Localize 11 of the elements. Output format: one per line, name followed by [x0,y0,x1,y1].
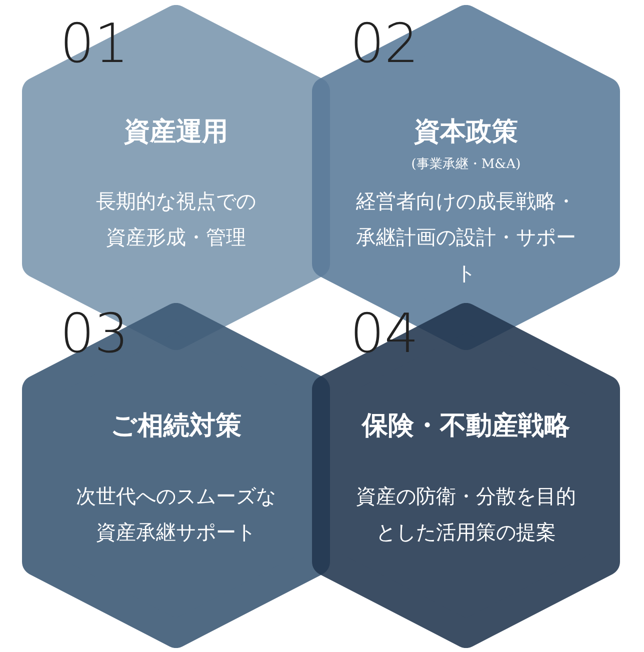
card-subtitle: (事業承継・M&A) [410,156,522,173]
card-description: 資産の防衛・分散を目的とした活用策の提案 [355,483,577,546]
card-description: 長期的な視点での資産形成・管理 [95,188,257,251]
card-title: 資本政策 [413,117,519,148]
card-description: 経営者向けの成長戦略・承継計画の設計・サポート [355,188,577,287]
card-description: 次世代へのスムーズな資産承継サポート [75,483,277,546]
card-title: ご相続対策 [110,411,242,442]
step-number: 02 [350,17,419,71]
step-number: 01 [60,17,129,71]
card-title: 資産運用 [123,117,229,148]
card-title: 保険・不動産戦略 [360,411,571,442]
